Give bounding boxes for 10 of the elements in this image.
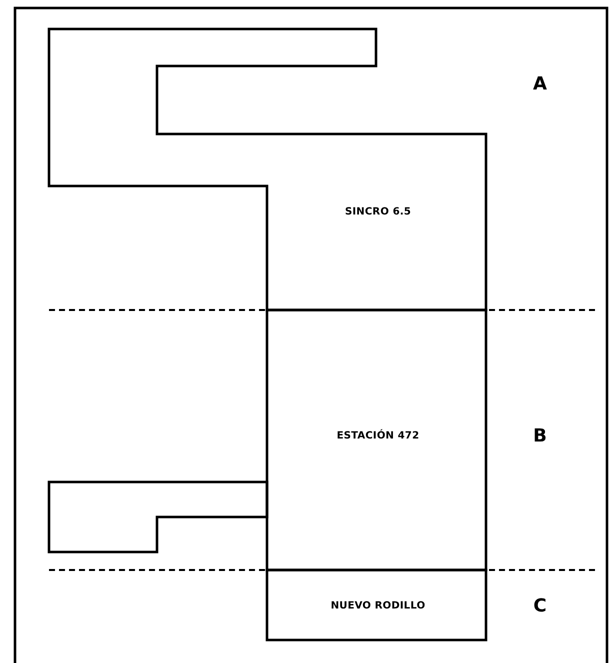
area-label: SINCRO 6.5 <box>344 206 412 218</box>
area-label: ESTACIÓN 472 <box>336 430 420 442</box>
area-label: NUEVO RODILLO <box>330 600 426 612</box>
area-box <box>267 310 486 570</box>
area-box <box>267 570 486 640</box>
zone-letter: C <box>533 596 547 616</box>
area-outline <box>49 29 486 310</box>
zone-letter: B <box>533 426 547 446</box>
zone-letter: A <box>533 74 547 94</box>
area-outline <box>49 482 267 552</box>
